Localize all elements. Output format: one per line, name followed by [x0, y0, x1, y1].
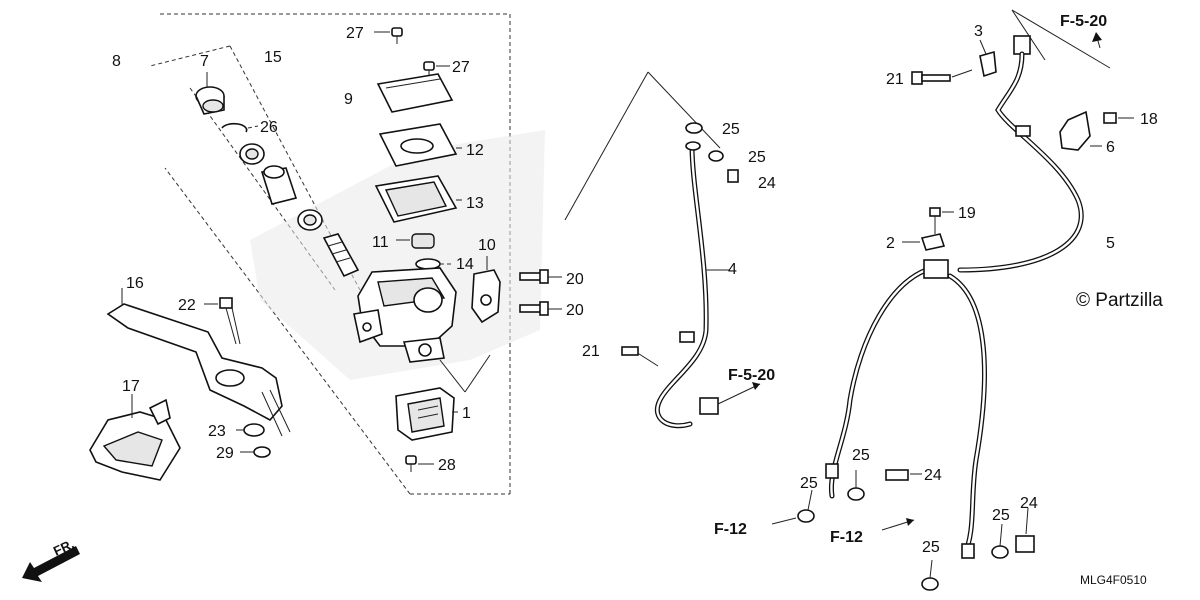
callout-13: 13 — [466, 195, 484, 212]
bolt-20-lower — [519, 301, 562, 316]
bolt-21-upper — [911, 69, 973, 85]
diagram-code: MLG4F0510 — [1080, 573, 1147, 587]
washer-25-lower-c — [991, 523, 1009, 559]
lever-cover — [89, 394, 181, 481]
f12-arrows — [771, 517, 915, 531]
bolt-18 — [1103, 112, 1134, 124]
callout-27b: 27 — [452, 59, 470, 76]
callout-3: 3 — [974, 23, 983, 40]
float-11 — [396, 233, 435, 249]
callout-11: 11 — [372, 234, 389, 251]
callout-26: 26 — [260, 119, 278, 136]
clip-14 — [415, 258, 452, 270]
snap-ring-26 — [221, 122, 259, 133]
callout-28: 28 — [438, 457, 456, 474]
callout-29: 29 — [216, 445, 234, 462]
callout-25b: 25 — [748, 149, 766, 166]
clamp-3 — [979, 39, 997, 78]
bolt-19 — [929, 207, 954, 234]
callout-14: 14 — [456, 256, 474, 273]
callout-25d: 25 — [800, 475, 818, 492]
callout-25e: 25 — [992, 507, 1010, 524]
washer-25-lower-b — [797, 489, 815, 523]
reservoir-cap — [376, 73, 454, 113]
screw-27-top — [374, 27, 403, 44]
callout-22: 22 — [178, 297, 196, 314]
brake-hose-upper — [564, 71, 761, 429]
callout-20b: 20 — [566, 302, 584, 319]
background-shading — [250, 130, 545, 380]
callout-25f: 25 — [922, 539, 940, 556]
callout-10: 10 — [478, 237, 496, 254]
callout-24c: 24 — [1020, 495, 1038, 512]
callout-20a: 20 — [566, 271, 584, 288]
holder-10 — [471, 256, 501, 324]
callout-17: 17 — [122, 378, 140, 395]
f520-arrow-upper — [1092, 32, 1102, 49]
callout-16: 16 — [126, 275, 144, 292]
callout-25c: 25 — [852, 447, 870, 464]
callout-24b: 24 — [924, 467, 942, 484]
piston-set — [239, 143, 360, 278]
bracket-6 — [1059, 110, 1102, 151]
bolt-24-lower-b — [1015, 507, 1035, 553]
ref-f12-left: F-12 — [714, 521, 747, 538]
washer-25-lower-d — [921, 559, 939, 591]
callout-6: 6 — [1106, 139, 1115, 156]
callout-12: 12 — [466, 142, 484, 159]
pivot-bolt-22 — [204, 297, 241, 345]
callout-24a: 24 — [758, 175, 776, 192]
callout-2: 2 — [886, 235, 895, 252]
master-cylinder-body — [353, 267, 491, 393]
copyright-text: © Partzilla — [1076, 290, 1163, 311]
callout-25a: 25 — [722, 121, 740, 138]
callout-27a: 27 — [346, 25, 364, 42]
bolt-24-lower-a — [885, 469, 922, 481]
stop-switch — [395, 387, 458, 441]
callout-21b: 21 — [886, 71, 904, 88]
ref-f520-mid: F-5-20 — [728, 367, 775, 384]
brake-lever — [106, 288, 291, 437]
callout-19: 19 — [958, 205, 976, 222]
screw-28 — [405, 455, 434, 472]
brake-hose-lower — [825, 9, 1111, 559]
washer-25-lower-a — [847, 470, 865, 501]
nut-29 — [240, 446, 271, 458]
ref-f12-right: F-12 — [830, 529, 863, 546]
washer-23 — [236, 423, 265, 437]
callout-8: 8 — [112, 53, 121, 70]
clip-2 — [902, 233, 946, 251]
callout-23: 23 — [208, 423, 226, 440]
front-arrow-icon — [22, 546, 80, 582]
callout-5: 5 — [1106, 235, 1115, 252]
callout-21a: 21 — [582, 343, 600, 360]
callout-4: 4 — [728, 261, 737, 278]
callout-18: 18 — [1140, 111, 1158, 128]
piston-boot — [195, 72, 225, 115]
callout-7: 7 — [200, 53, 209, 70]
callout-9: 9 — [344, 91, 353, 108]
bolt-20-upper — [519, 269, 562, 284]
callout-15: 15 — [264, 49, 282, 66]
ref-f520-top: F-5-20 — [1060, 13, 1107, 30]
callout-1: 1 — [462, 405, 471, 422]
